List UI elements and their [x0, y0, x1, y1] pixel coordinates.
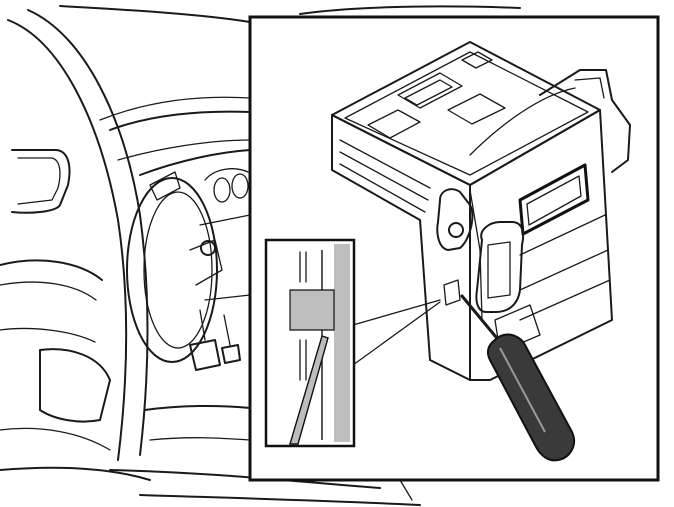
side-connector-inner: [487, 241, 511, 299]
top-socket-1: [397, 72, 463, 109]
door-frame-inner: [27, 9, 149, 456]
door-armrest: [39, 348, 111, 423]
top-socket-5: [461, 51, 493, 69]
door-panel-line-1: [0, 281, 97, 301]
roof-line-2: [299, 5, 521, 15]
locking-latch: [436, 188, 474, 251]
inset-slot-bottom: [299, 339, 307, 381]
rocker-sill-1: [109, 469, 381, 489]
left-face-rib-2: [339, 151, 429, 201]
brake-pedal: [189, 339, 221, 371]
rocker-sill-2: [139, 494, 421, 506]
right-face-rib-1: [519, 214, 606, 256]
left-face-rib-3: [339, 163, 426, 213]
top-socket-3: [367, 109, 421, 139]
instrument-cluster: [204, 168, 249, 181]
gauge-left: [213, 177, 231, 203]
side-mirror: [11, 149, 71, 214]
side-mirror-inner: [17, 157, 61, 205]
leader-line-bottom: [352, 301, 441, 366]
mounting-bracket-inner: [574, 77, 605, 99]
inset-housing-strip: [334, 244, 350, 442]
roof-line-3: [99, 96, 251, 121]
module-label-inner: [526, 175, 582, 226]
door-panel-line-2: [0, 327, 96, 343]
dash-panel-2: [204, 294, 251, 301]
right-face-rib-2: [519, 249, 609, 291]
steering-wheel-inner: [143, 191, 213, 349]
door-pocket: [0, 427, 111, 451]
dash-panel-1: [199, 214, 251, 226]
latch-hook: [469, 189, 483, 321]
left-face-rib-1: [339, 139, 431, 189]
mounting-arm: [469, 87, 576, 156]
ignition-switch: [200, 240, 216, 256]
module-top-rim: [344, 51, 589, 176]
clutch-pedal: [221, 344, 241, 364]
detail-inset: [264, 238, 356, 448]
windshield-pillar-2: [117, 139, 251, 161]
inset-slot-top: [299, 251, 307, 283]
floor-line: [149, 437, 251, 441]
clutch-pedal-arm: [223, 314, 231, 346]
brake-pedal-arm: [199, 309, 206, 341]
door-frame-outer: [7, 19, 128, 461]
module-label-window: [518, 163, 590, 236]
rocker-sill-3: [399, 479, 413, 501]
floor-sill: [144, 404, 251, 411]
screwdriver: [460, 294, 576, 462]
module-right-face: [469, 109, 613, 381]
electrical-module: [331, 41, 631, 381]
leader-line-top: [352, 299, 441, 326]
mounting-bracket: [539, 69, 631, 173]
windshield-pillar: [109, 110, 251, 131]
roof-line-1: [59, 5, 251, 23]
top-socket-4: [447, 93, 506, 125]
gauge-right: [231, 173, 249, 199]
right-face-rib-3: [519, 279, 611, 321]
top-socket-2: [404, 79, 453, 106]
steering-wheel-rim: [126, 177, 218, 363]
inset-screwdriver-tip: [289, 335, 329, 445]
door-panel-top: [0, 259, 103, 281]
screwdriver-handle-highlight: [499, 347, 546, 433]
dashboard-vent: [149, 171, 181, 201]
latch-release-tab: [443, 279, 461, 306]
inset-latch-block: [289, 289, 335, 331]
door-bottom: [0, 466, 151, 481]
latch-pivot: [448, 222, 464, 238]
dashboard-top: [139, 149, 251, 176]
car-interior-background: [0, 5, 521, 506]
